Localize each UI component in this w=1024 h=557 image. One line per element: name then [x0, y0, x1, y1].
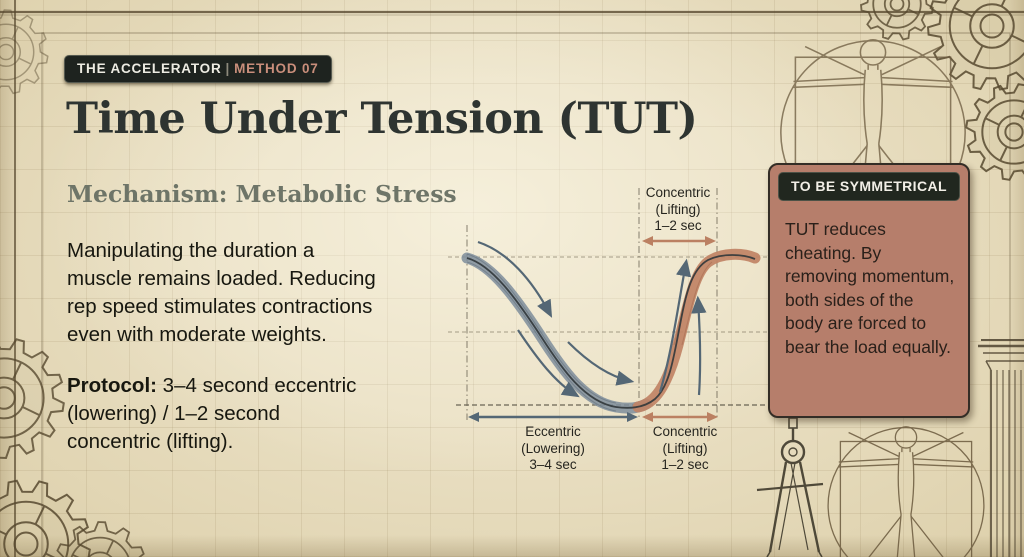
compass-illustration [756, 417, 824, 557]
eccentric-bottom-label: Eccentric (Lowering) 3–4 sec [521, 424, 585, 472]
gear-illustration [0, 338, 65, 460]
gear-illustration [860, 0, 934, 41]
gear-illustration [965, 83, 1024, 181]
badge-method-number: METHOD 07 [234, 61, 319, 76]
page-title: Time Under Tension (TUT) [66, 94, 698, 144]
note-card-body: TUT reduces cheating. By removing moment… [785, 219, 955, 357]
note-card-header: TO BE SYMMETRICAL [778, 172, 960, 201]
tempo-curve-diagram [448, 188, 772, 422]
mechanism-heading: Mechanism: Metabolic Stress [67, 180, 457, 208]
protocol-paragraph: Protocol: 3–4 second eccentric (lowering… [67, 372, 356, 456]
gear-illustration [0, 9, 49, 95]
concentric-curve [632, 248, 761, 413]
protocol-label: Protocol: [67, 374, 157, 397]
symmetry-note-card: TO BE SYMMETRICAL TUT reduces cheating. … [768, 163, 970, 418]
badge-separator: | [225, 61, 231, 76]
vitruvian-man-illustration [827, 426, 985, 557]
description-paragraph: Manipulating the duration a muscle remai… [67, 237, 376, 349]
description-line: muscle remains loaded. Reducing [67, 267, 376, 290]
protocol-line: (lowering) / 1–2 second [67, 402, 281, 425]
gear-illustration [56, 521, 145, 557]
column-illustration [978, 339, 1024, 557]
protocol-line: Protocol: 3–4 second eccentric [67, 374, 357, 397]
description-line: Manipulating the duration a [67, 239, 315, 262]
badge-brand: THE ACCELERATOR [77, 61, 222, 76]
curve-core-line [466, 254, 756, 409]
description-line: rep speed stimulates contractions [67, 295, 373, 318]
protocol-line: concentric (lifting). [67, 430, 234, 453]
gear-illustration [0, 479, 91, 557]
motion-arrows [477, 240, 707, 398]
concentric-top-label: Concentric (Lifting) 1–2 sec [645, 185, 711, 233]
gear-illustration [926, 0, 1024, 91]
phase-span-arrows [468, 236, 718, 422]
method-badge: THE ACCELERATOR|METHOD 07 [64, 55, 332, 83]
concentric-bottom-label: Concentric (Lifting) 1–2 sec [652, 424, 718, 472]
description-line: even with moderate weights. [67, 323, 327, 346]
